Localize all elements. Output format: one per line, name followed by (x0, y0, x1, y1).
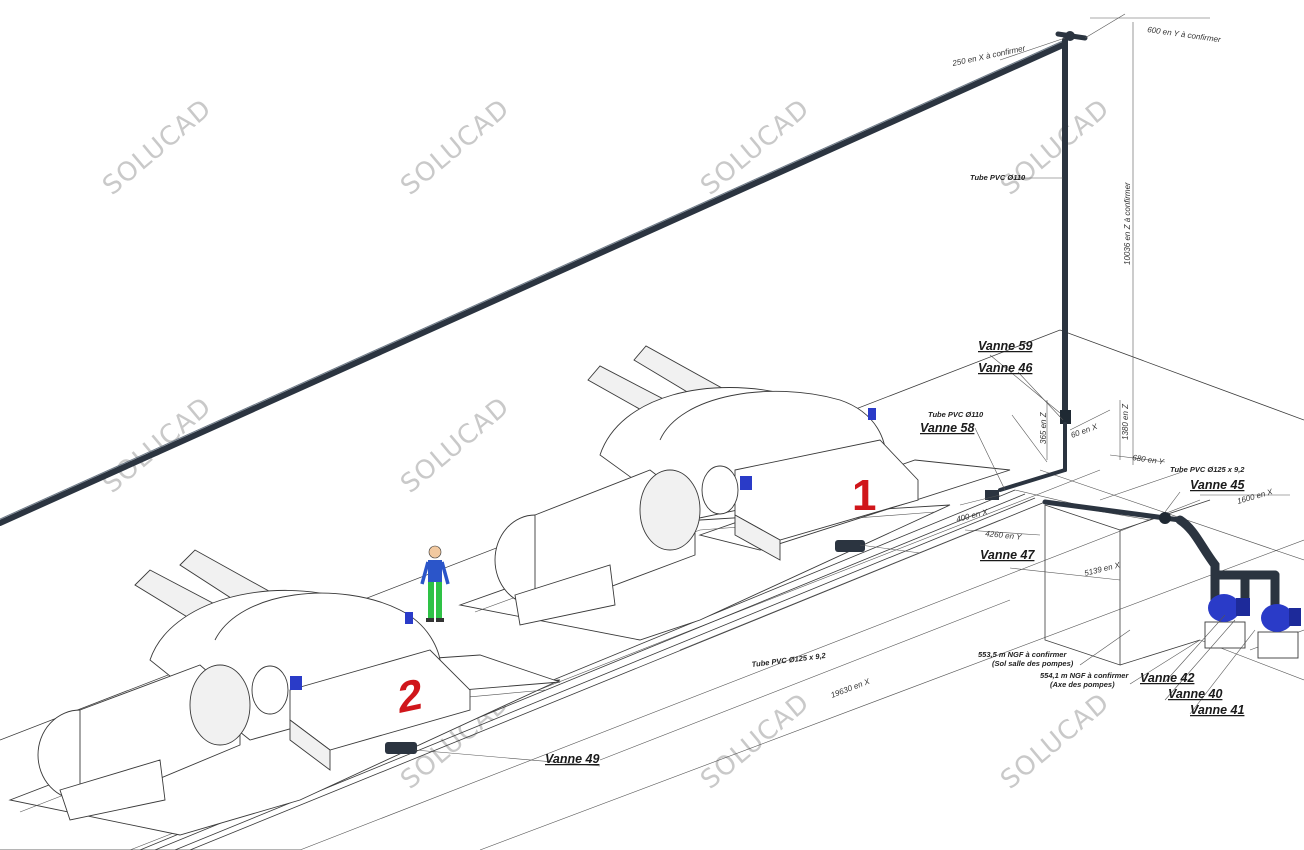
level-notes: 553,5 m NGF à confirmer (Sol salle des p… (978, 650, 1129, 689)
watermark-text: SOLUCAD (97, 93, 218, 201)
rail-valves (385, 490, 999, 754)
person-figure (420, 545, 450, 622)
small-pumps (1204, 594, 1301, 659)
dim-10036z: 10036 en Z à confirmer (1123, 182, 1132, 265)
dim-4260y: 4260 en Y (985, 529, 1023, 542)
axis-level-line1: 554,1 m NGF à confirmer (1040, 671, 1129, 680)
axis-level-line2: (Axe des pompes) (1050, 680, 1115, 689)
pipe-label-pvc125-right: Tube PVC Ø125 x 9,2 (1170, 465, 1245, 474)
valve-labels: Vanne 59 Vanne 46 Vanne 58 Vanne 45 Vann… (545, 339, 1245, 766)
valve-label-58: Vanne 58 (920, 421, 974, 435)
watermark-text: SOLUCAD (97, 391, 218, 499)
pipe-label-pvc125-bottom: Tube PVC Ø125 x 9,2 (751, 651, 827, 669)
dim-60x: 60 en X (1070, 422, 1100, 440)
valve-label-49: Vanne 49 (545, 752, 599, 766)
floor-level-line2: (Sol salle des pompes) (992, 659, 1074, 668)
valve-label-40: Vanne 40 (1168, 687, 1222, 701)
dim-365z: 365 en Z (1039, 411, 1048, 444)
dim-19630x: 19630 en X (829, 677, 871, 700)
dim-400x: 400 en X (955, 507, 989, 524)
watermark-text: SOLUCAD (995, 687, 1116, 795)
valve-label-47: Vanne 47 (980, 548, 1035, 562)
watermark-text: SOLUCAD (695, 687, 816, 795)
pump-unit-2: 2 (37, 549, 471, 821)
dim-600y: 600 en Y à confirmer (1147, 25, 1222, 44)
watermark-text: SOLUCAD (395, 391, 516, 499)
dim-680y: 680 en Y (1132, 453, 1165, 466)
pipe-label-pvc110-top: Tube PVC Ø110 (970, 173, 1026, 182)
pipe-elbow-icon (1065, 31, 1075, 41)
pump-motor-badge-icon (290, 676, 302, 690)
unit-number-1: 1 (852, 471, 876, 520)
pump-badge-icon (868, 408, 876, 420)
valve-58-icon (985, 490, 999, 500)
pump-unit-1: 1 (494, 345, 919, 626)
watermark-text: SOLUCAD (995, 93, 1116, 201)
valve-label-41: Vanne 41 (1190, 703, 1244, 717)
valve-49-icon (385, 742, 417, 754)
dim-1380z: 1380 en Z (1121, 403, 1130, 440)
watermark-text: SOLUCAD (395, 93, 516, 201)
dimension-labels: 250 en X à confirmer 600 en Y à confirme… (829, 25, 1274, 700)
unit-number-2: 2 (398, 670, 422, 724)
valve-label-46: Vanne 46 (978, 361, 1033, 375)
valve-45-icon (1159, 512, 1171, 524)
overhead-pipe-pvc110 (0, 31, 1088, 526)
floor-level-line1: 553,5 m NGF à confirmer (978, 650, 1067, 659)
pump-badge-icon (405, 612, 413, 624)
valve-label-42: Vanne 42 (1140, 671, 1194, 685)
valve-label-45: Vanne 45 (1190, 478, 1245, 492)
pipe-label-pvc110-mid: Tube PVC Ø110 (928, 410, 984, 419)
delivery-piping (1042, 499, 1280, 615)
valve-47-icon (835, 540, 865, 552)
valve-label-59: Vanne 59 (978, 339, 1032, 353)
pump-motor-badge-icon (740, 476, 752, 490)
valve-59-icon (1060, 410, 1071, 424)
dim-5139x: 5139 en X (1083, 560, 1121, 578)
dimension-lines (414, 13, 1290, 767)
